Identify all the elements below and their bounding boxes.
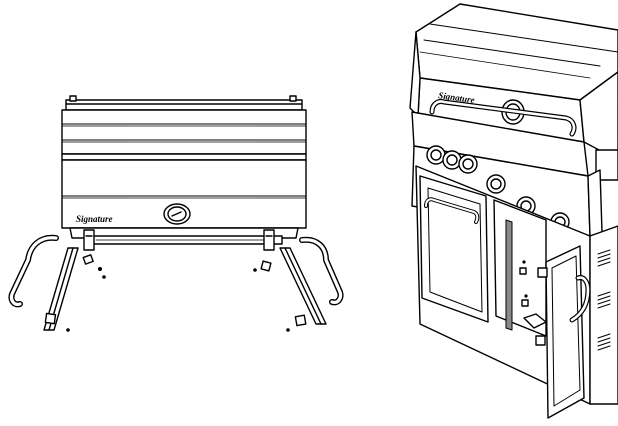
- door-handle-icon: [424, 197, 480, 224]
- svg-text:Signature: Signature: [76, 214, 113, 224]
- screw-icon: [66, 267, 290, 332]
- control-knob-icon: [426, 145, 570, 232]
- left-handle-icon: [8, 234, 59, 308]
- left-side-panel: [43, 247, 94, 331]
- left-door: [419, 175, 489, 323]
- left-mount-bracket: [83, 229, 95, 251]
- brand-logo: Signature: [76, 214, 113, 224]
- grill-front-view: Signature: [8, 95, 344, 332]
- right-mount-bracket: [263, 229, 275, 251]
- right-handle-icon: [299, 236, 344, 306]
- grill-isometric-view: Signature: [409, 3, 618, 419]
- vents-slots-icon: [597, 249, 611, 351]
- lid-handle-icon: [429, 99, 577, 137]
- door-handle-icon: [569, 275, 591, 323]
- right-side-panel: [260, 247, 327, 327]
- temperature-gauge-icon: [163, 203, 191, 225]
- right-door-open: [535, 245, 591, 419]
